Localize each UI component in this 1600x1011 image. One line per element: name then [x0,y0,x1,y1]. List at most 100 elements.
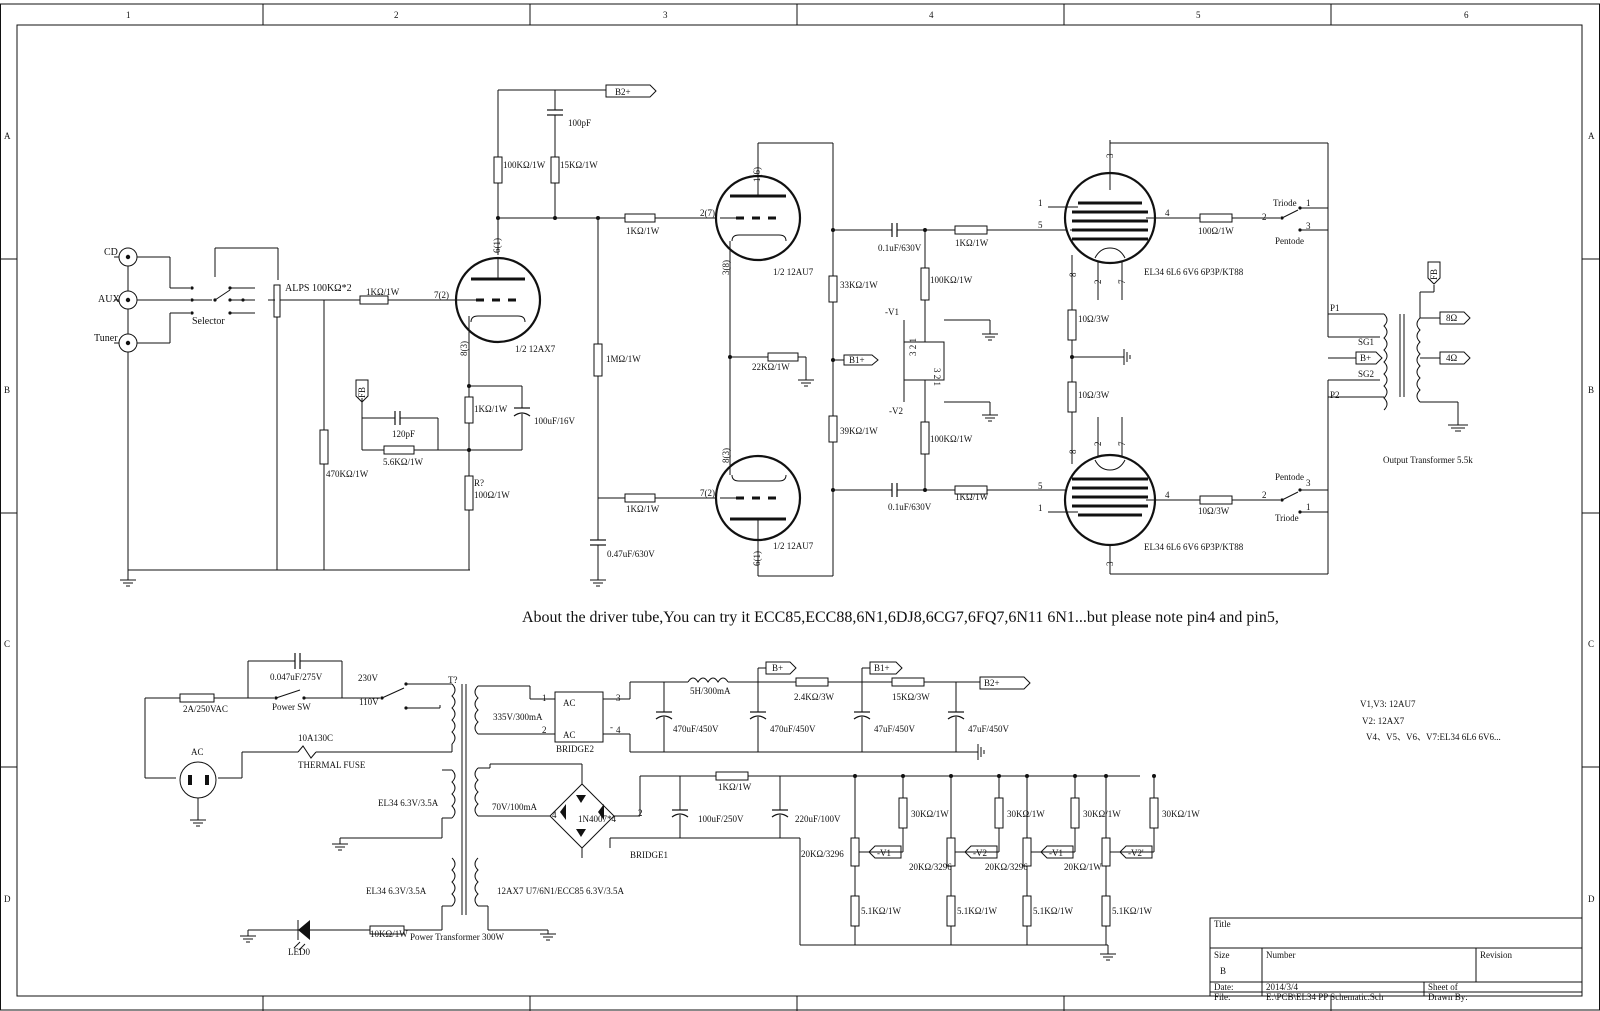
b2-flag-label: B2+ [984,678,1000,688]
c-120p-label: 120pF [392,429,415,439]
tube-note-3: V4、V5、V6、V7:EL34 6L6 6V6... [1366,732,1501,742]
triode-bottom-label: Triode [1275,513,1299,523]
drawn-by-label: Drawn By: [1428,992,1468,1002]
pt-top-pin1: 1 [1038,198,1043,208]
output-fb-label: FB [1429,269,1439,280]
r-15k-label: 15KΩ/1W [560,160,598,170]
bias-junction [901,774,905,778]
bias-output-label: -V1 [1049,848,1063,858]
bias-resistor-label: 30KΩ/1W [911,809,949,819]
mains-input [144,653,452,779]
v1-pin6: 6(1) [492,238,502,253]
title-block [1209,917,1583,997]
bias-pot-label: 20KΩ/1W [1064,862,1102,872]
r-15k-label: 15KΩ/3W [892,692,930,702]
cd-label: CD [104,247,118,258]
ground-icon [120,570,136,587]
bias-junction [1104,774,1108,778]
r-bottom-label: 1KΩ/1W [955,492,989,502]
r-39k-label: 39KΩ/1W [840,426,878,436]
r-cath-bottom-label: 10Ω/3W [1078,390,1110,400]
tube-note-2: V2: 12AX7 [1362,716,1405,726]
sw-top-pin1: 1 [1306,198,1311,208]
bias-ladders: 30KΩ/1W20KΩ/32965.1KΩ/1W-V130KΩ/1W20KΩ/3… [801,774,1200,945]
r-33k-label: 33KΩ/1W [840,280,878,290]
v1-pin7: 7(2) [434,290,449,300]
aux-label: AUX [98,294,120,305]
bias-junction [853,774,857,778]
led-indicator [240,920,442,951]
c-100u-label: 100uF/250V [698,814,744,824]
c1-label: 470uF/450V [673,724,719,734]
driver-grid-network [590,213,720,587]
file-value: E:\PCB\EL34 PP Schematic.Sch [1266,992,1384,1002]
led-label: LED0 [288,947,310,957]
pentode-bottom-label: Pentode [1275,472,1304,482]
pt-bottom-pin1: 1 [1038,503,1043,513]
r-22k-label: 22KΩ/1W [752,362,790,372]
bias-resistor [994,797,1004,829]
sw-top-pin3: 3 [1306,221,1311,231]
bias-resistor-label: 30KΩ/1W [1083,809,1121,819]
preamp-cathode-network [464,362,531,570]
r-grid-top-label: 1KΩ/1W [626,226,660,236]
r-1k-label: 1KΩ/1W [718,782,752,792]
triode-top-label: Triode [1273,198,1297,208]
volume-pot-label: ALPS 100KΩ*2 [285,283,352,294]
bias-output-flag [868,845,902,859]
column-label: 2 [394,10,399,20]
driver-bottom-pin6: 6(1) [752,551,762,566]
tube-note-1: V1,V3: 12AU7 [1360,699,1416,709]
bias-pot [850,837,860,867]
column-label: 4 [929,10,934,20]
pt-top-pin4: 4 [1165,208,1170,218]
input-jacks [114,247,190,570]
bias-junction [1073,774,1077,778]
bias-output-flag [1040,845,1074,859]
bias-low-label: 5.1KΩ/1W [1112,906,1152,916]
r-in-label: 1KΩ/1W [366,287,400,297]
date-label: Date: [1214,982,1234,992]
b-plus-label: B+ [1360,353,1371,363]
bias-pot-label: 20KΩ/3296 [909,862,952,872]
heater1-label: EL34 6.3V/3.5A [378,798,439,808]
r-24k-label: 2.4KΩ/3W [794,692,834,702]
output-transformer-label: Output Transformer 5.5k [1383,455,1473,465]
bias-output-label: -V2 [973,848,987,858]
selector-switch [190,247,279,315]
pt-top-pin5: 5 [1038,220,1043,230]
driver-tube-note: About the driver tube,You can try it ECC… [522,609,1279,626]
r-grid-bottom-label: 1KΩ/1W [626,504,660,514]
title-label: Title [1214,919,1231,929]
r-bias-bottom-label: 100KΩ/1W [930,434,973,444]
c-047-label: 0.47uF/630V [607,549,655,559]
sw-top-pin2: 2 [1262,212,1267,222]
output-transformer [1328,261,1471,432]
ohm8-label: 8Ω [1446,313,1458,323]
r-cath-top-label: 10Ω/3W [1078,314,1110,324]
bias-resistor [898,797,908,829]
bridge2-pin4: 4 [616,725,621,735]
driver-load-network [728,228,892,492]
bias-low-label: 5.1KΩ/1W [861,906,901,916]
driver-bottom-label: 1/2 12AU7 [773,541,814,551]
bridge1-pin4: 4 [552,810,557,820]
transformer-ref: T? [448,675,458,685]
revision-label: Revision [1480,950,1513,960]
bridge2-minus: - [610,722,613,732]
bias-resistor-label: 30KΩ/1W [1007,809,1045,819]
diode-label: 1N4007*4 [578,814,616,824]
bias-output-label: -V2' [1128,848,1144,858]
sec-hv-label: 335V/300mA [493,712,543,722]
thermal-rating-label: 10A130C [298,733,333,743]
driver-tube-top [714,142,834,357]
driver-top-pin3: 3(8) [721,260,731,275]
size-label: Size [1214,950,1230,960]
sw-bottom-pin2: 2 [1262,490,1267,500]
p1-label: P1 [1330,303,1340,313]
pt-top-pin7: 7 [1117,279,1127,284]
row-label: D [4,894,11,904]
driver-top-pin1: 1(6) [752,167,762,182]
driver-bottom-pin7: 7(2) [700,488,715,498]
r-cath-label: 1KΩ/1W [474,404,508,414]
